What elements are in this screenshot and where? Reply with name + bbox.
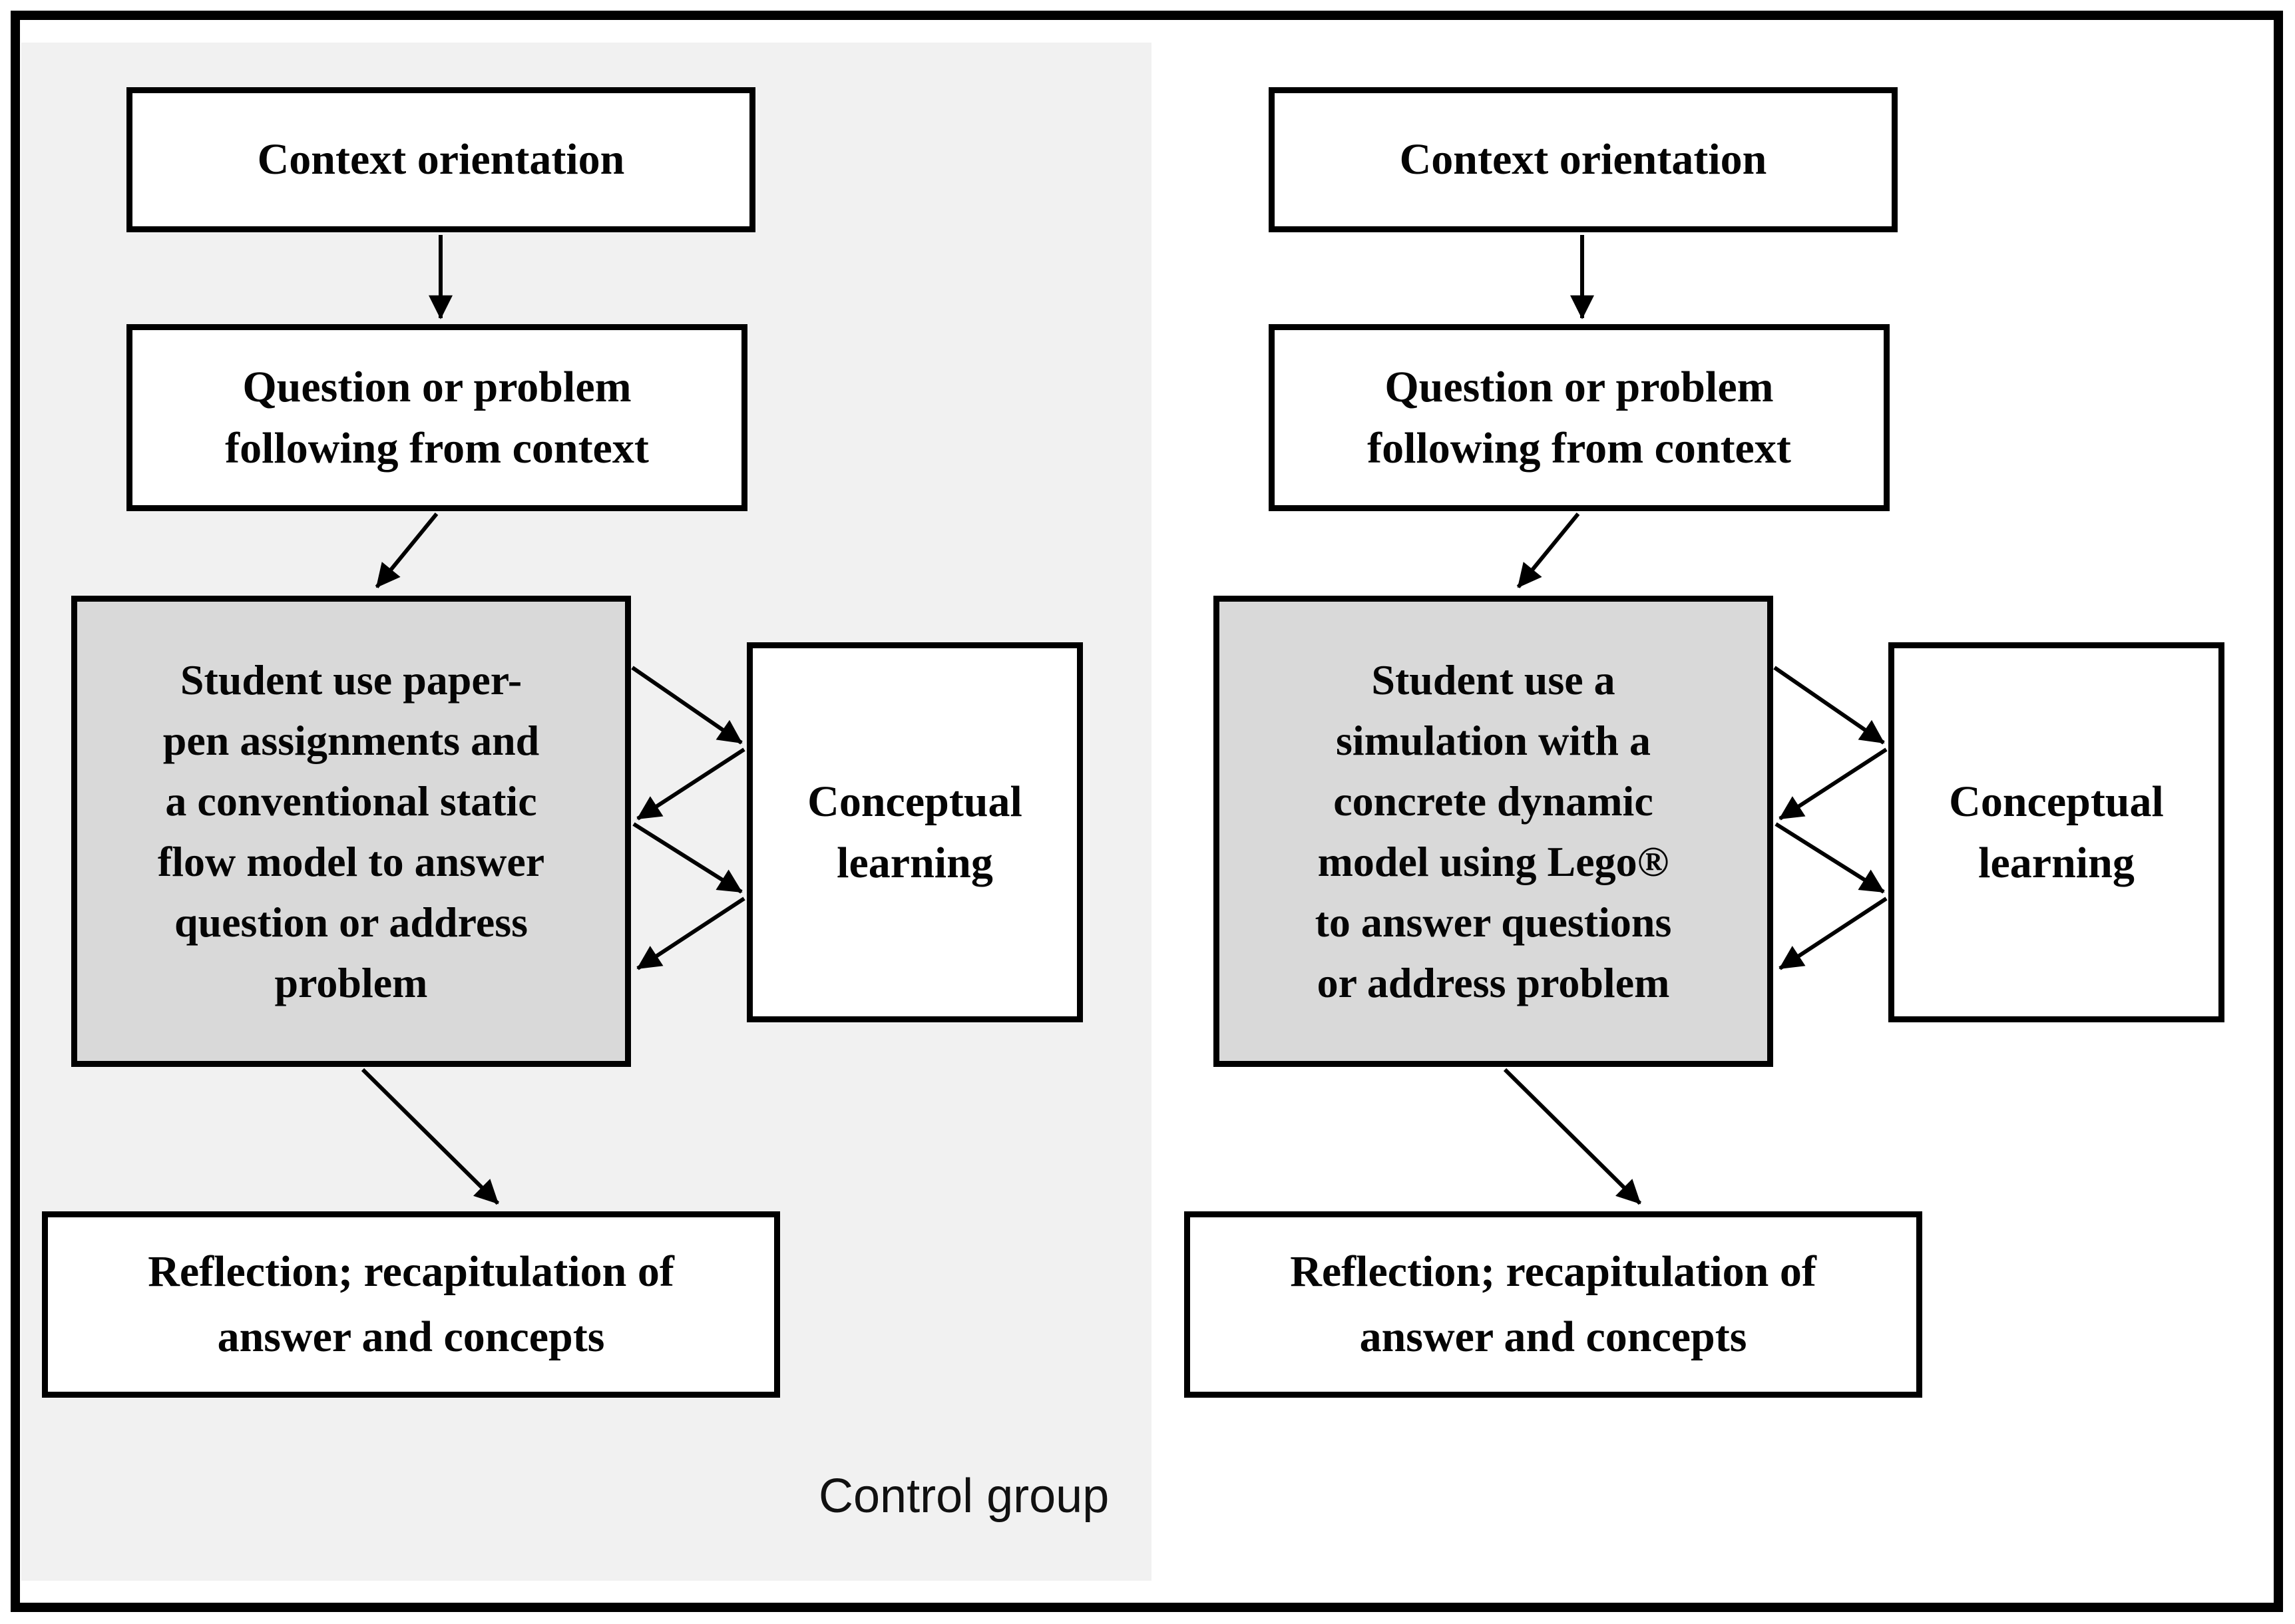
control-group-label: Control group (819, 1470, 1110, 1523)
right-question-problem-box: Question or problem following from conte… (1269, 324, 1890, 511)
left-question-problem-box: Question or problem following from conte… (126, 324, 747, 511)
left-conceptual-learning-box: Conceptual learning (747, 642, 1083, 1022)
right-context-orientation-box: Context orientation (1269, 87, 1898, 232)
left-context-orientation-box: Context orientation (126, 87, 755, 232)
right-activity-box: Student use a simulation with a concrete… (1213, 596, 1773, 1067)
right-reflection-box: Reflection; recapitulation of answer and… (1184, 1211, 1922, 1398)
figure-border (11, 11, 2283, 1612)
left-reflection-box: Reflection; recapitulation of answer and… (42, 1211, 780, 1398)
left-activity-box: Student use paper- pen assignments and a… (71, 596, 631, 1067)
right-conceptual-learning-box: Conceptual learning (1888, 642, 2224, 1022)
